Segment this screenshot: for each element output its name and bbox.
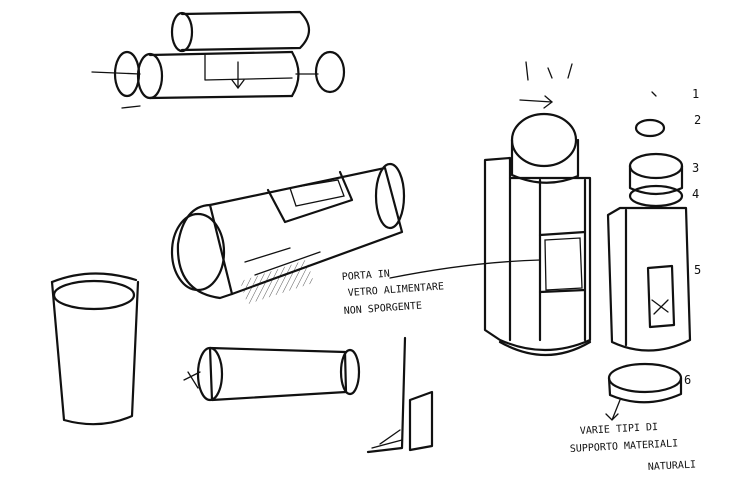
sketch-standing-dispenser bbox=[483, 61, 592, 357]
sketch-exploded-column bbox=[605, 91, 692, 421]
supports-note-line-1: VARIE TIPI DI bbox=[580, 422, 659, 437]
supports-note-line-3: NATURALI bbox=[648, 459, 697, 473]
supports-note-line-2: SUPPORTO MATERIALI bbox=[570, 438, 679, 455]
sketch-horizontal-cylinder-large bbox=[170, 162, 406, 305]
part-number-1: 1 bbox=[692, 87, 699, 101]
part-number-labels: 1 2 3 4 5 6 bbox=[684, 87, 701, 387]
part-number-6: 6 bbox=[684, 373, 691, 387]
part-number-2: 2 bbox=[694, 113, 701, 127]
door-note-line-1: PORTA IN bbox=[341, 269, 390, 283]
door-note-line-3: NON SPORGENTE bbox=[343, 301, 422, 317]
sketch-wall-section bbox=[366, 259, 541, 454]
annotation-door-note: PORTA IN VETRO ALIMENTARE NON SPORGENTE bbox=[341, 269, 444, 317]
sketch-horizontal-cylinder-top bbox=[91, 10, 346, 109]
part-number-4: 4 bbox=[692, 187, 699, 201]
part-number-3: 3 bbox=[692, 161, 699, 175]
sketch-standing-cylinder-left bbox=[50, 272, 140, 426]
door-note-line-2: VETRO ALIMENTARE bbox=[347, 281, 444, 299]
part-number-5: 5 bbox=[694, 263, 701, 277]
sketch-horizontal-cylinder-small bbox=[183, 346, 361, 402]
annotation-supports-note: VARIE TIPI DI SUPPORTO MATERIALI NATURAL… bbox=[570, 422, 697, 473]
